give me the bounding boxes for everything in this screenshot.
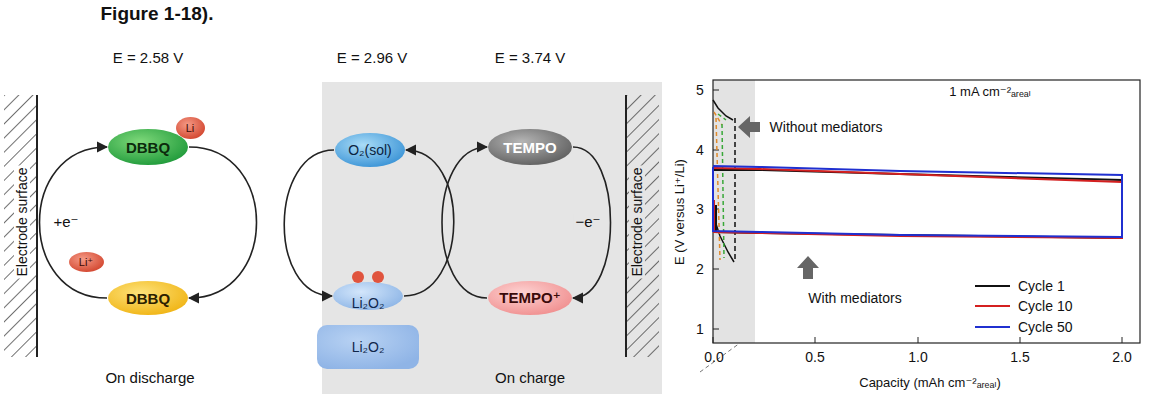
legend-line [975,326,1010,328]
pointer-arrow [797,256,819,279]
vertical-label: E (V versus Li⁺/Li) [673,159,688,265]
text-label: On discharge [105,369,194,386]
species-label: Li₂O₂ [352,295,385,311]
tick-label: 2 [696,261,704,277]
tick-label: 2.0 [1112,349,1131,365]
electrode-hatch [627,95,659,357]
text-label: Without mediators [770,119,883,135]
curves-without [713,100,735,262]
legend-line [975,305,1010,307]
species-label: DBBQ [126,290,170,307]
reaction-arrow [442,147,487,298]
species-ellipse: TEMPO [487,128,573,166]
dashed-leader [700,343,740,372]
text-label: On charge [495,369,565,386]
ticks [713,90,1122,343]
vertical-label: Electrode surface [14,166,30,279]
reaction-arrow [404,150,454,296]
text-label: E = 3.74 V [495,49,565,66]
text-label: E = 2.96 V [337,49,407,66]
legend-label: Cycle 1 [1018,278,1065,294]
species-label: Li₂O₂ [352,339,385,355]
text-label: With mediators [808,290,901,306]
text-label: Capacity (mAh cm⁻²ₐᵣₑₐₗ) [859,376,1001,391]
tick-label: 0.0 [704,349,723,365]
electron-label: −e⁻ [573,213,602,230]
tick-label: 3 [696,201,704,217]
species-ellipse: Li₂O₂ [332,281,404,311]
tick-label: 1.5 [1010,349,1029,365]
text-label: Figure 1-18). [101,3,214,25]
species-label: DBBQ [126,139,170,156]
text-label: 1 mA cm⁻²ₐᵣₑₐₗ [949,85,1031,100]
reaction-arrow [189,147,257,298]
pointer-arrow [738,116,760,138]
electrode-line [625,95,627,357]
species-ellipse: DBBQLi [107,128,189,166]
electrode-line [36,95,38,357]
species-label: O₂(sol) [348,142,392,158]
tick-label: 5 [696,82,704,98]
species-label: TEMPO⁺ [499,289,560,307]
charge-region [322,82,662,394]
reaction-arrow [284,150,334,296]
vertical-label: Electrode surface [629,166,645,279]
legend-label: Cycle 50 [1018,319,1072,335]
tick-label: 4 [696,142,704,158]
deposit-block: Li₂O₂ [316,324,420,370]
species-label: Li⁺ [79,256,93,269]
species-ellipse: O₂(sol) [334,132,406,168]
reaction-arrow [40,147,108,298]
tick-label: 1 [696,321,704,337]
text-label: E = 2.58 V [113,49,183,66]
tick-label: 1.0 [908,349,927,365]
species-ellipse: DBBQ [107,280,189,316]
species-label: Li [186,122,195,134]
curves-with [713,166,1122,238]
legend-line [975,285,1010,287]
species-ellipse: Li [175,116,206,140]
plot-frame [713,80,1140,343]
species-ellipse: Li⁺ [68,251,105,273]
electron-label: +e⁻ [51,213,80,230]
species-ellipse: TEMPO⁺ [487,280,573,316]
species-label: TEMPO [503,139,556,156]
legend-label: Cycle 10 [1018,298,1072,314]
electrode-hatch [4,95,36,357]
tick-label: 0.5 [805,349,824,365]
reaction-arrow [573,147,611,298]
